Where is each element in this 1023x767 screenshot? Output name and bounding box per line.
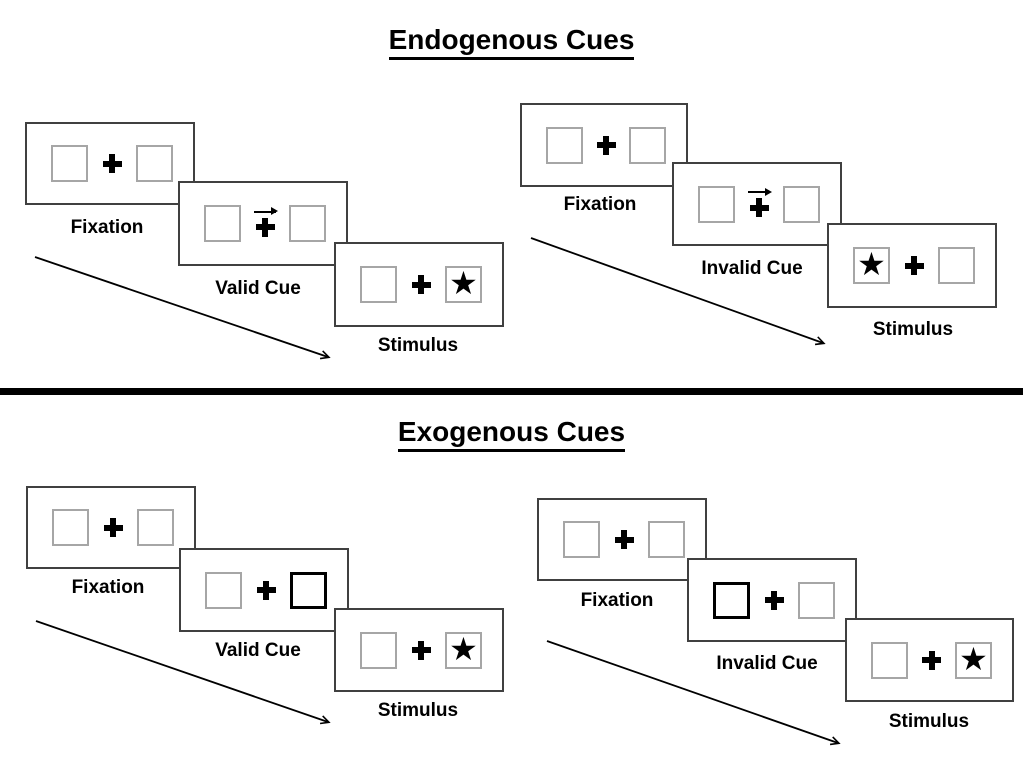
fixation-cross-icon [749, 198, 769, 217]
right-box: ★ [445, 266, 482, 303]
panel-label: Stimulus [377, 700, 459, 721]
right-arrow-cue-icon [748, 187, 772, 196]
star-icon: ★ [857, 246, 886, 282]
panel-label: Stimulus [377, 335, 459, 356]
panel-label: Fixation [563, 194, 637, 215]
left-box [563, 521, 600, 558]
panel-label: Stimulus [872, 319, 954, 340]
fixation-cross-icon [411, 640, 431, 660]
endo-invalid-stimulus-panel: ★ [827, 223, 997, 308]
right-box [648, 521, 685, 558]
section-divider [0, 388, 1023, 395]
endo-valid-stimulus-panel: ★ [334, 242, 504, 327]
panel-label: Fixation [580, 590, 654, 611]
panel-label: Valid Cue [215, 640, 301, 661]
right-box [137, 509, 174, 546]
timeline-arrow-endogenous-invalid [530, 237, 826, 346]
left-box [360, 631, 397, 669]
endo-valid-fixation-panel [25, 122, 195, 205]
exo-invalid-stimulus-panel: ★ [845, 618, 1014, 702]
central-cue [254, 207, 278, 237]
fixation-cross-icon [904, 256, 924, 275]
right-box: ★ [445, 630, 482, 669]
right-box: ★ [955, 640, 992, 679]
timeline-arrow-endogenous-valid [34, 256, 331, 360]
panel-label: Fixation [71, 577, 145, 598]
right-box-highlight-cue [290, 571, 327, 609]
exo-valid-cue-panel [179, 548, 349, 632]
left-box [204, 205, 241, 242]
left-box: ★ [853, 247, 890, 284]
right-box [136, 145, 173, 182]
central-cue [748, 187, 772, 217]
right-box [783, 185, 820, 223]
fixation-cross-icon [614, 530, 634, 549]
right-box [798, 581, 835, 619]
fixation-cross-icon [103, 518, 123, 537]
right-arrow-cue-icon [254, 207, 278, 215]
panel-label: Stimulus [888, 711, 970, 732]
panel-label: Invalid Cue [701, 258, 803, 279]
exo-invalid-cue-panel [687, 558, 857, 642]
endo-invalid-fixation-panel [520, 103, 688, 187]
right-box [629, 126, 666, 164]
exogenous-title: Exogenous Cues [0, 416, 1023, 452]
star-icon: ★ [449, 630, 478, 667]
fixation-cross-icon [255, 217, 275, 237]
left-box [698, 185, 735, 223]
star-icon: ★ [449, 265, 478, 301]
fixation-cross-icon [256, 580, 276, 600]
fixation-cross-icon [596, 135, 616, 155]
left-box [51, 145, 88, 182]
timeline-arrow-exogenous-valid [35, 620, 331, 725]
left-box-highlight-cue [713, 581, 750, 619]
left-box [205, 571, 242, 609]
fixation-cross-icon [922, 650, 941, 670]
right-box [938, 247, 975, 284]
endo-valid-cue-panel [178, 181, 348, 266]
endogenous-title: Endogenous Cues [0, 24, 1023, 60]
fixation-cross-icon [411, 275, 431, 294]
panel-label: Valid Cue [215, 278, 301, 299]
left-box [52, 509, 89, 546]
endo-invalid-cue-panel [672, 162, 842, 246]
left-box [360, 266, 397, 303]
exo-invalid-fixation-panel [537, 498, 707, 581]
star-icon: ★ [959, 640, 988, 677]
exo-valid-stimulus-panel: ★ [334, 608, 504, 692]
right-box [289, 205, 326, 242]
left-box [546, 126, 583, 164]
left-box [871, 641, 908, 679]
panel-label: Fixation [70, 217, 144, 238]
panel-label: Invalid Cue [716, 653, 818, 674]
fixation-cross-icon [764, 590, 784, 610]
fixation-cross-icon [102, 154, 122, 173]
exo-valid-fixation-panel [26, 486, 196, 569]
